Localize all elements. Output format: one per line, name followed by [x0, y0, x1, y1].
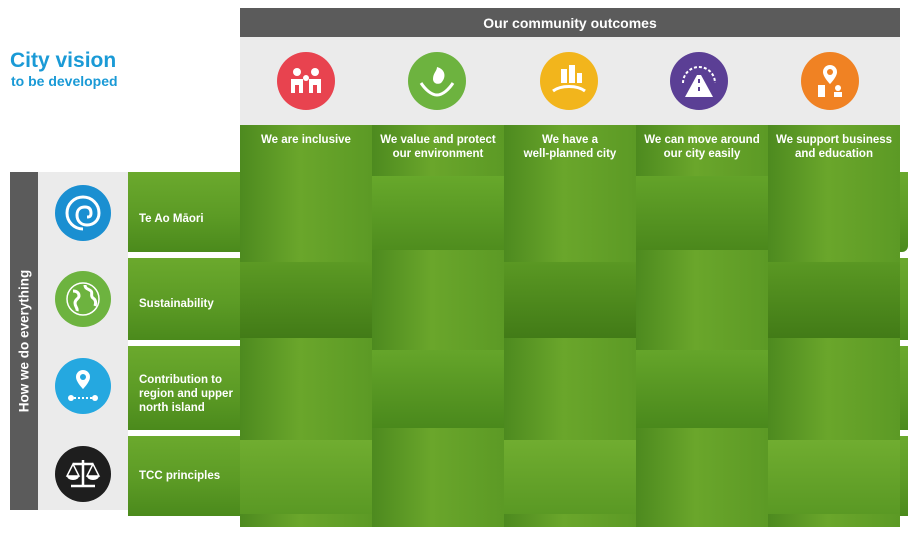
- outcome-label-line: and education: [795, 148, 873, 160]
- weave-cell: [768, 440, 900, 514]
- theme-label-tcc-principles: TCC principles: [139, 469, 220, 483]
- theme-label-line: Sustainability: [139, 298, 214, 310]
- outcome-label-line: We value and protect: [380, 134, 496, 146]
- theme-label-line: Contribution to: [139, 374, 223, 386]
- theme-label-line: region and upper: [139, 388, 233, 400]
- outcome-label-city: We have a well-planned city: [504, 133, 636, 161]
- weave-cell: [504, 262, 636, 338]
- weave-cell: [240, 440, 372, 514]
- city-vision-subtitle: to be developed: [11, 73, 118, 89]
- weave-cell: [240, 262, 372, 338]
- weave-cell: [372, 350, 504, 428]
- people-icon: [277, 52, 335, 110]
- outcome-label-environment: We value and protect our environment: [372, 133, 504, 161]
- weave-cell: [768, 262, 900, 338]
- outcome-label-inclusive: We are inclusive: [240, 133, 372, 147]
- outcome-label-line: We can move around: [644, 134, 760, 146]
- how-we-do-everything-bar: [10, 172, 38, 510]
- theme-label-line: north island: [139, 402, 205, 414]
- outcome-label-line: We are inclusive: [261, 134, 351, 146]
- outcome-label-business: We support business and education: [768, 133, 900, 161]
- scales-icon: [55, 446, 111, 502]
- theme-label-line: Te Ao Māori: [139, 213, 204, 225]
- how-we-do-everything-label: How we do everything: [16, 269, 32, 413]
- theme-label-te-ao-maori: Te Ao Māori: [139, 212, 204, 226]
- weave-cell: [372, 176, 504, 250]
- outcome-label-line: We support business: [775, 134, 893, 146]
- outcome-label-move: We can move around our city easily: [636, 133, 768, 161]
- map-pin-icon: [55, 358, 111, 414]
- outcome-label-line: our environment: [392, 148, 484, 160]
- outcome-label-line: We have a: [541, 134, 599, 146]
- city-vision-title: City vision: [10, 49, 117, 72]
- outcome-label-line: our city easily: [663, 148, 741, 160]
- city-plan-icon: [540, 52, 598, 110]
- leaf-hands-icon: [408, 52, 466, 110]
- theme-label-contribution: Contribution to region and upper north i…: [139, 373, 233, 415]
- theme-label-sustainability: Sustainability: [139, 297, 214, 311]
- theme-label-line: TCC principles: [139, 470, 221, 482]
- weave-cell: [636, 176, 768, 250]
- globe-icon: [55, 271, 111, 327]
- weave-cell: [636, 350, 768, 428]
- business-location-icon: [801, 52, 859, 110]
- outcomes-header: Our community outcomes: [240, 8, 900, 37]
- koru-icon: [55, 185, 111, 241]
- outcome-label-line: well-planned city: [523, 148, 617, 160]
- weave-cell: [504, 440, 636, 514]
- road-icon: [670, 52, 728, 110]
